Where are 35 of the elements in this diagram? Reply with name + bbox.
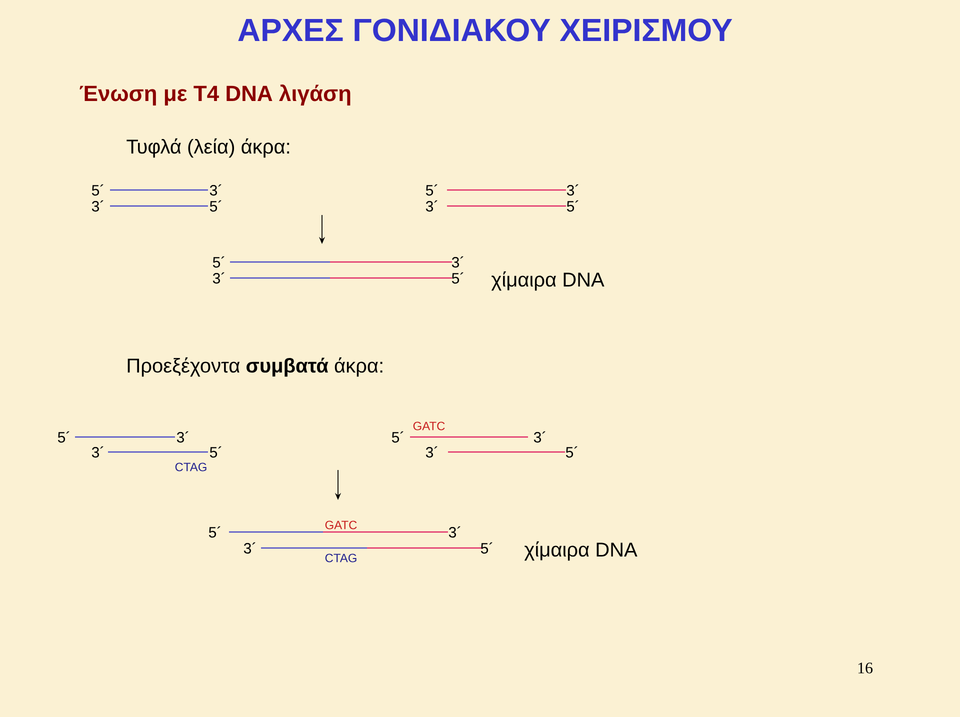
- strand-end-label: 5´: [426, 184, 438, 196]
- title: ΑΡΧΕΣ ΓΟΝΙΔΙΑΚΟΥ ΧΕΙΡΙΣΜΟΥ: [238, 18, 732, 42]
- strand-end-label: 3´: [212, 272, 224, 284]
- strand-end-label: 5´: [208, 526, 220, 538]
- strand-end-label: 5´: [452, 272, 464, 284]
- strand-end-label: 5´: [566, 446, 578, 458]
- subheading: Ένωση με T4 DNA λιγάση: [80, 84, 350, 106]
- sequence-label: GATC: [325, 520, 357, 530]
- strand-end-label: 3´: [452, 256, 464, 268]
- strand-end-label: 5´: [92, 184, 104, 196]
- strand-end-label: 3´: [176, 431, 188, 443]
- strand-end-label: 5´: [58, 431, 70, 443]
- section-heading: Προεξέχοντα συμβατά άκρα:: [128, 357, 382, 377]
- section-heading: Τυφλά (λεία) άκρα:: [126, 138, 290, 158]
- strand-end-label: 3´: [448, 526, 460, 538]
- strand-end-label: 3´: [534, 431, 546, 443]
- strand-end-label: 3´: [92, 446, 104, 458]
- strand-end-label: 5´: [480, 542, 492, 554]
- strand-end-label: 3´: [244, 542, 256, 554]
- page-number: 16: [858, 662, 873, 674]
- strand-end-label: 5´: [210, 200, 222, 212]
- strand-end-label: 3´: [426, 446, 438, 458]
- strand-end-label: 3´: [92, 200, 104, 212]
- strand-end-label: 3´: [566, 184, 578, 196]
- strand-end-label: 5´: [212, 256, 224, 268]
- strand-end-label: 5´: [210, 446, 222, 458]
- strand-end-label: 3´: [210, 184, 222, 196]
- sequence-label: CTAG: [325, 554, 356, 562]
- chimera-label: χίμαιρα DNA: [491, 271, 604, 291]
- sequence-label: CTAG: [175, 462, 206, 472]
- strand-end-label: 5´: [392, 431, 404, 443]
- sequence-label: GATC: [413, 422, 445, 430]
- chimera-label: χίμαιρα DNA: [524, 541, 638, 561]
- strand-end-label: 5´: [566, 200, 578, 212]
- strand-end-label: 3´: [426, 200, 438, 212]
